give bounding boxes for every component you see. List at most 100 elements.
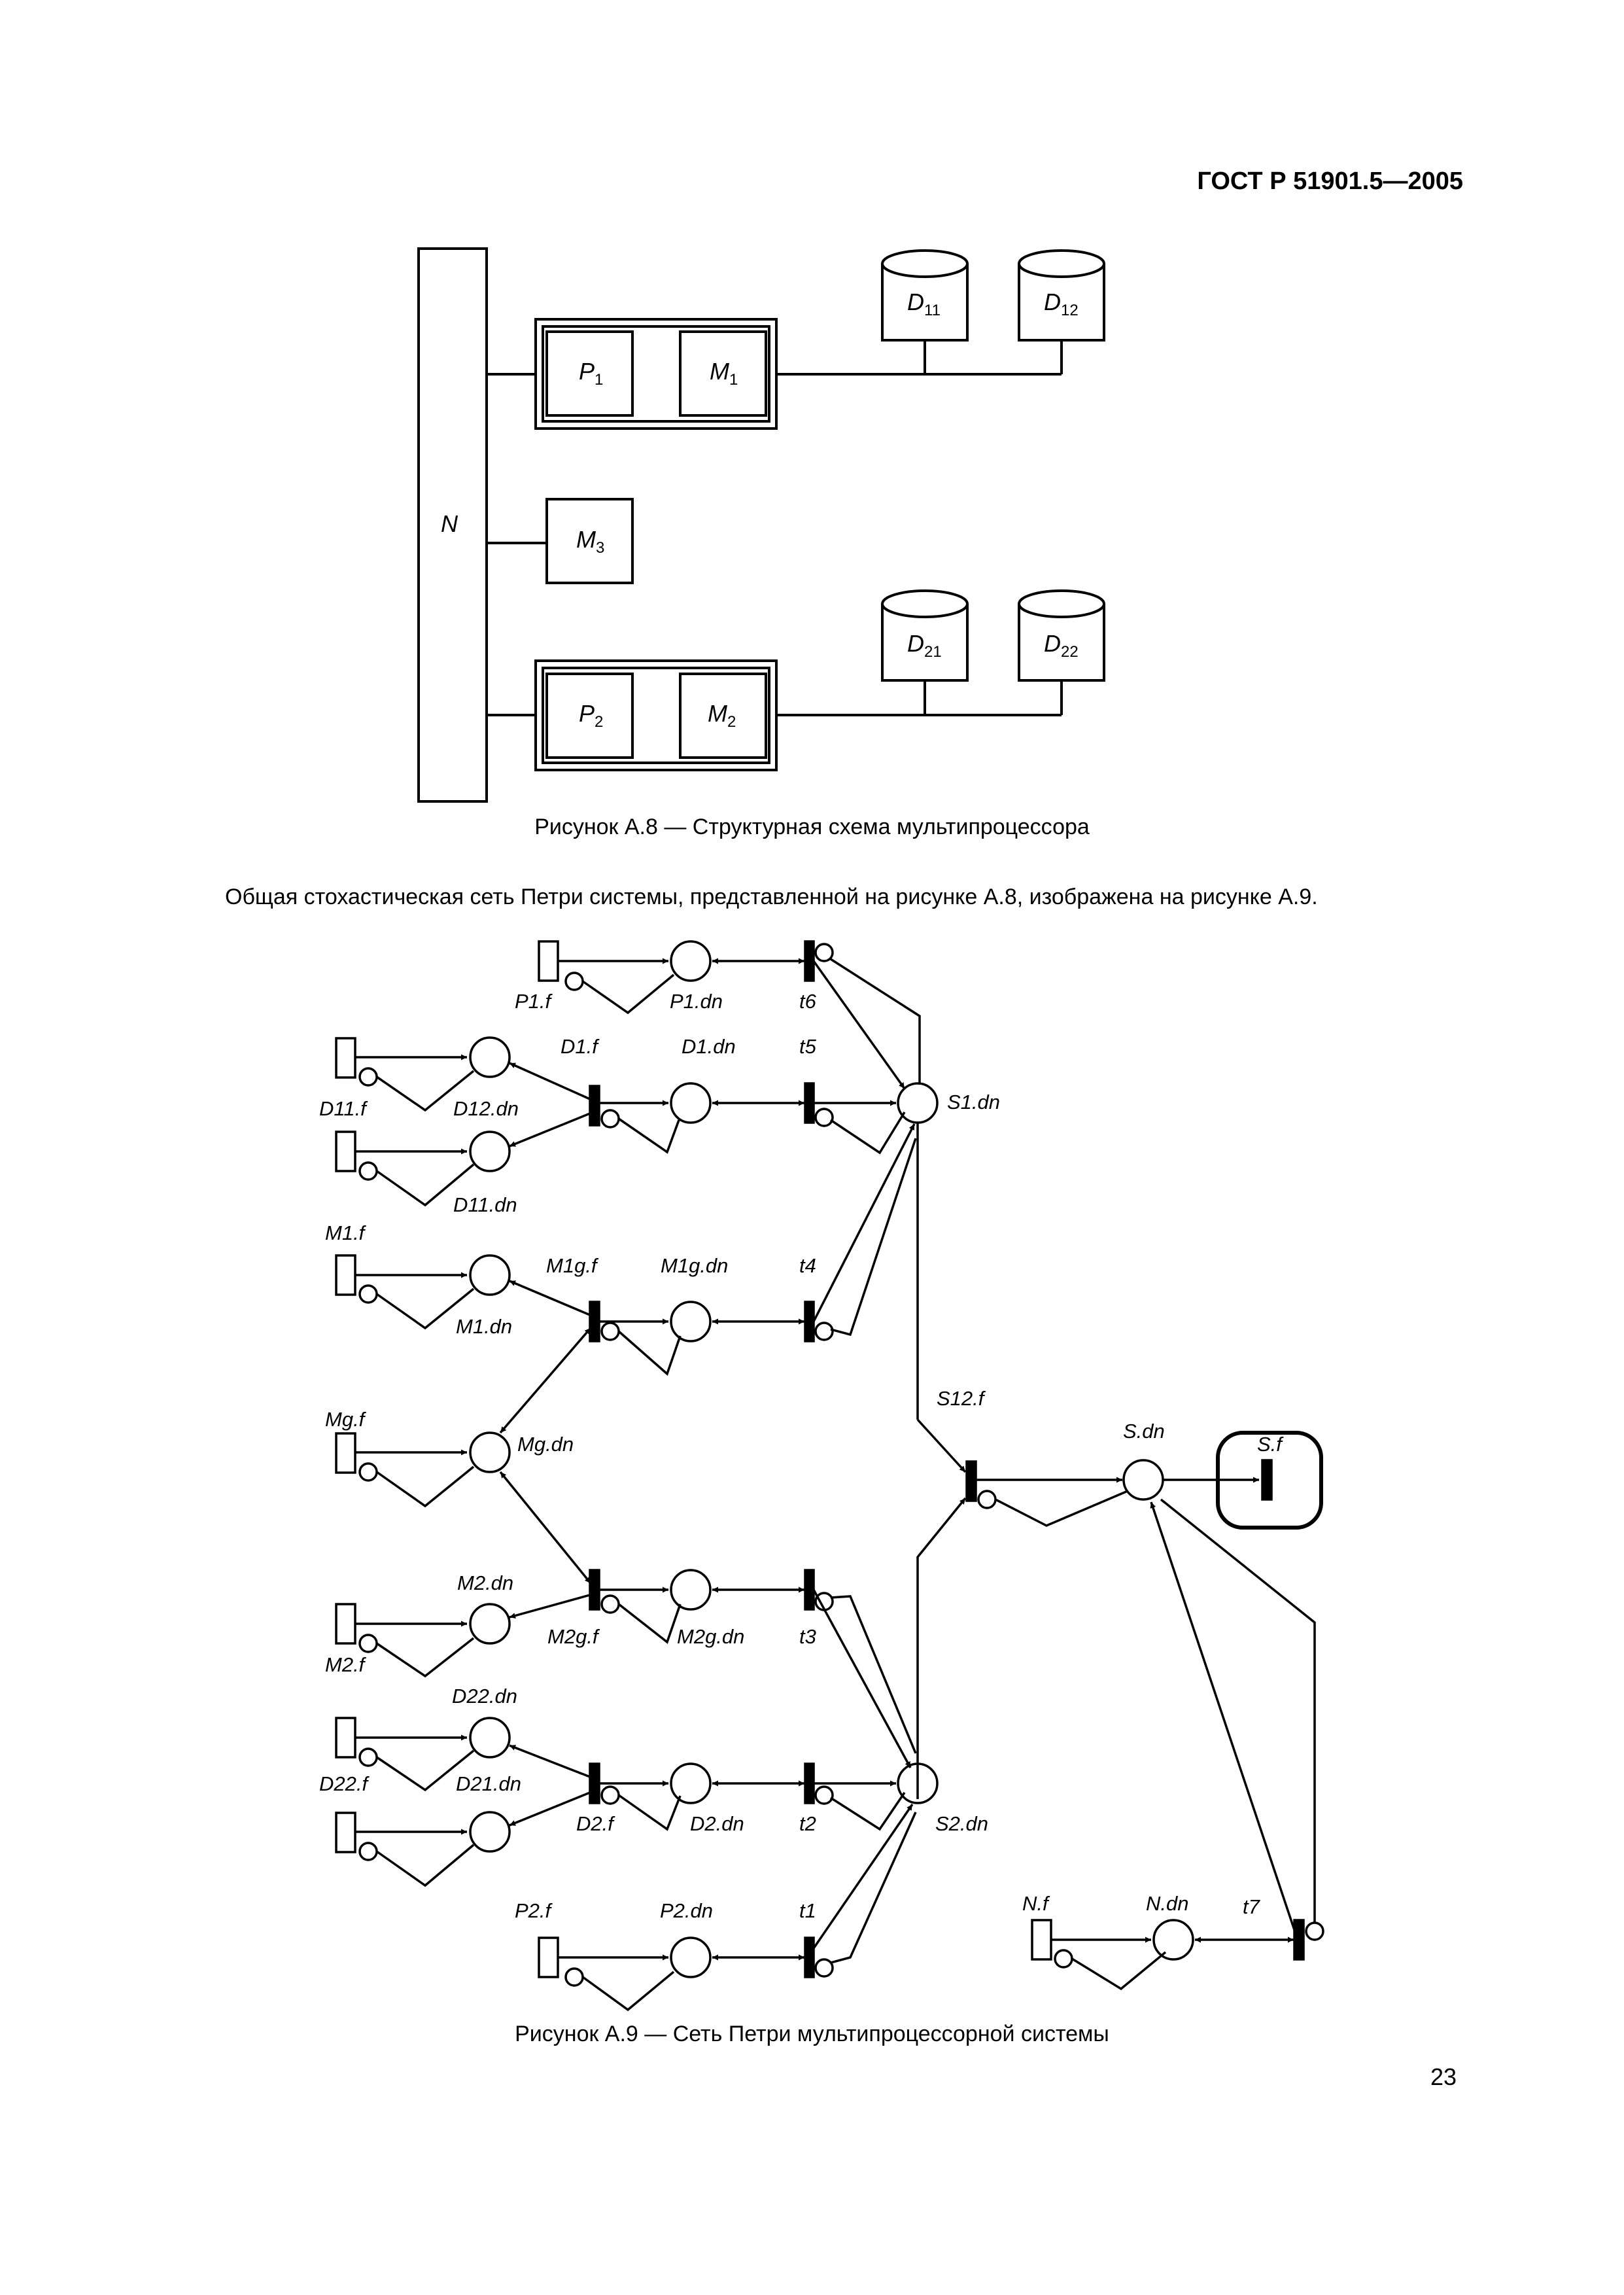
label-s1dn: S1.dn bbox=[947, 1091, 1000, 1113]
node-2-outer bbox=[534, 659, 778, 771]
label-mgf: Mg.f bbox=[325, 1408, 367, 1431]
label-d21dn: D21.dn bbox=[456, 1772, 521, 1795]
label-p1dn: P1.dn bbox=[670, 990, 723, 1013]
transition-t3 bbox=[804, 1569, 815, 1611]
place-d12dn bbox=[469, 1036, 511, 1078]
transition-d2f bbox=[589, 1762, 600, 1804]
label-t3: t3 bbox=[799, 1625, 816, 1648]
label-m2f: M2.f bbox=[325, 1653, 367, 1676]
label-d22: D22 bbox=[1044, 630, 1079, 661]
label-p2: P2 bbox=[579, 700, 603, 731]
label-d22f: D22.f bbox=[319, 1772, 370, 1795]
label-nf: N.f bbox=[1022, 1892, 1050, 1915]
petri-group-d1 bbox=[335, 1036, 939, 1207]
place-s2dn bbox=[897, 1762, 939, 1804]
label-d11dn: D11.dn bbox=[453, 1193, 517, 1216]
label-p1f: P1.f bbox=[515, 990, 553, 1013]
place-sdn bbox=[1122, 1459, 1164, 1501]
place-p1f-rect bbox=[538, 940, 559, 982]
label-m1: M1 bbox=[710, 358, 738, 389]
label-m3: M3 bbox=[576, 526, 604, 557]
transition-t6 bbox=[804, 940, 815, 982]
transition-t1 bbox=[804, 1936, 815, 1978]
place-d22dn bbox=[469, 1717, 511, 1759]
label-m2gdn: M2g.dn bbox=[677, 1625, 744, 1648]
label-m1gf: M1g.f bbox=[546, 1254, 599, 1277]
label-d12: D12 bbox=[1044, 289, 1079, 319]
label-n: N bbox=[441, 510, 458, 537]
memory-m2 bbox=[679, 673, 767, 759]
body-paragraph: Общая стохастическая сеть Петри системы,… bbox=[225, 885, 1318, 909]
label-m2: M2 bbox=[708, 700, 736, 731]
label-sdn: S.dn bbox=[1123, 1420, 1165, 1443]
place-d21dn bbox=[469, 1811, 511, 1853]
transition-t7 bbox=[1293, 1919, 1305, 1961]
label-d11: D11 bbox=[907, 289, 941, 319]
disk-d11 bbox=[881, 249, 969, 342]
disk-d22 bbox=[1018, 589, 1105, 682]
label-t2: t2 bbox=[799, 1812, 816, 1835]
label-d2f: D2.f bbox=[576, 1812, 615, 1835]
petri-row-m2 bbox=[335, 1569, 917, 1768]
processor-p1 bbox=[545, 330, 634, 417]
label-m2dn: M2.dn bbox=[457, 1571, 513, 1594]
place-d2dn bbox=[670, 1762, 712, 1804]
label-t7: t7 bbox=[1243, 1895, 1261, 1918]
petri-row-mg bbox=[335, 1327, 592, 1585]
processor-p2 bbox=[545, 673, 634, 759]
petri-row-p2 bbox=[538, 1804, 917, 2012]
label-p2f: P2.f bbox=[515, 1899, 553, 1922]
place-d11dn bbox=[469, 1130, 511, 1172]
place-ndn bbox=[1152, 1919, 1194, 1961]
petri-shared-part bbox=[916, 1123, 1324, 1991]
transition-m1gf bbox=[589, 1301, 600, 1342]
place-mgdn bbox=[469, 1431, 511, 1473]
place-m1gdn bbox=[670, 1301, 712, 1342]
label-p1: P1 bbox=[579, 358, 603, 389]
transition-sf bbox=[1261, 1459, 1273, 1501]
petri-group-d2 bbox=[335, 1717, 939, 1887]
label-m1gdn: M1g.dn bbox=[661, 1254, 728, 1277]
transition-sf-box bbox=[1216, 1431, 1323, 1530]
place-m2gdn bbox=[670, 1569, 712, 1611]
label-m1dn: M1.dn bbox=[456, 1315, 512, 1338]
label-p2dn: P2.dn bbox=[660, 1899, 713, 1922]
label-s2dn: S2.dn bbox=[935, 1812, 988, 1835]
disk-d12 bbox=[1018, 249, 1105, 342]
place-p1dn bbox=[670, 940, 712, 982]
place-p2dn bbox=[670, 1936, 712, 1978]
label-m1f: M1.f bbox=[325, 1221, 367, 1244]
label-d22dn: D22.dn bbox=[452, 1685, 517, 1708]
network-bus-n bbox=[417, 247, 488, 803]
transition-t4 bbox=[804, 1301, 815, 1342]
page-number: 23 bbox=[1430, 2063, 1457, 2090]
label-d1dn: D1.dn bbox=[682, 1035, 736, 1058]
label-d2dn: D2.dn bbox=[690, 1812, 744, 1835]
memory-m3 bbox=[545, 498, 634, 584]
label-s12f: S12.f bbox=[937, 1387, 986, 1410]
figure-a9-caption: Рисунок А.9 — Сеть Петри мультипроцессор… bbox=[515, 2022, 1109, 2046]
label-t5: t5 bbox=[799, 1035, 817, 1058]
disk-d21 bbox=[881, 589, 969, 682]
label-t4: t4 bbox=[799, 1254, 816, 1277]
place-s1dn bbox=[897, 1082, 939, 1124]
petri-row-m1 bbox=[335, 1123, 917, 1376]
label-sf: S.f bbox=[1257, 1433, 1284, 1456]
label-d12dn: D12.dn bbox=[453, 1097, 519, 1120]
place-m2dn bbox=[469, 1603, 511, 1645]
label-m2gf: M2g.f bbox=[547, 1625, 600, 1648]
transition-m2gf bbox=[589, 1569, 600, 1611]
petri-row-p1 bbox=[538, 940, 921, 1090]
label-t1: t1 bbox=[799, 1899, 816, 1922]
transition-s12f bbox=[965, 1460, 977, 1502]
figure-a9 bbox=[335, 940, 1324, 2012]
label-d21: D21 bbox=[907, 630, 942, 661]
transition-t2 bbox=[804, 1762, 815, 1804]
place-d1dn bbox=[670, 1082, 712, 1124]
label-ndn: N.dn bbox=[1146, 1892, 1188, 1915]
label-t6: t6 bbox=[799, 990, 817, 1013]
node-1-outer bbox=[534, 318, 778, 430]
label-mgdn: Mg.dn bbox=[517, 1433, 574, 1456]
label-d11f: D11.f bbox=[319, 1097, 368, 1120]
